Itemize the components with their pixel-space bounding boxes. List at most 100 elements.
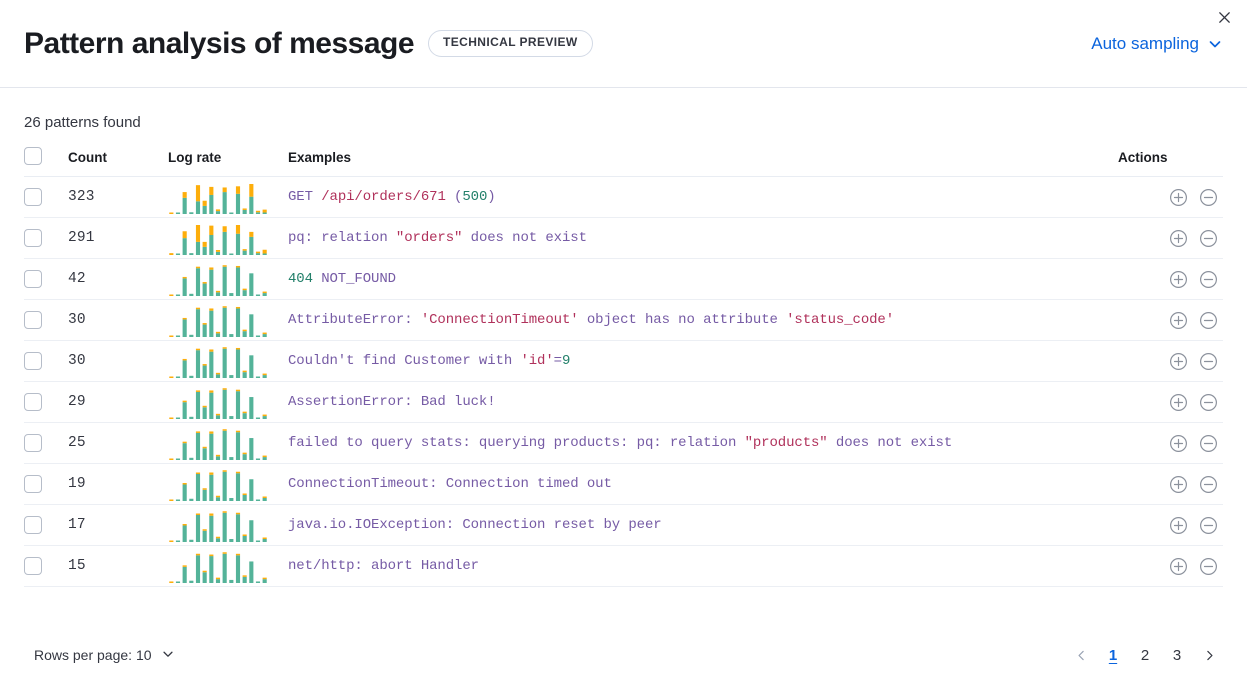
chevron-down-icon [161, 647, 175, 664]
row-checkbox[interactable] [24, 516, 42, 534]
example-cell: pq: relation "orders" does not exist [288, 217, 1118, 259]
plus-circle-icon[interactable] [1163, 346, 1193, 376]
row-checkbox[interactable] [24, 557, 42, 575]
token: ConnectionTimeout: Connection timed out [288, 476, 612, 492]
plus-circle-icon[interactable] [1163, 428, 1193, 458]
minus-circle-icon[interactable] [1193, 428, 1223, 458]
count-header[interactable]: Count [68, 147, 168, 177]
minus-circle-icon[interactable] [1193, 469, 1223, 499]
count-cell: 25 [68, 422, 168, 464]
plus-circle-icon[interactable] [1163, 182, 1193, 212]
actions-header: Actions [1118, 147, 1223, 177]
actions-cell [1118, 545, 1223, 587]
token: does not exist [462, 230, 587, 246]
plus-circle-icon[interactable] [1163, 387, 1193, 417]
token: AssertionError: Bad luck! [288, 394, 496, 410]
row-checkbox[interactable] [24, 352, 42, 370]
plus-circle-icon[interactable] [1163, 551, 1193, 581]
plus-circle-icon[interactable] [1163, 223, 1193, 253]
close-icon[interactable] [1211, 4, 1237, 30]
row-checkbox[interactable] [24, 229, 42, 247]
row-checkbox[interactable] [24, 311, 42, 329]
token: ) [487, 189, 496, 205]
chevron-left-icon[interactable] [1067, 641, 1095, 669]
token: pq: relation [288, 230, 396, 246]
example-cell: failed to query stats: querying products… [288, 422, 1118, 464]
panel-body: 26 patterns found Count Log rate Example… [0, 88, 1247, 587]
auto-sampling-control[interactable]: Auto sampling [1091, 34, 1223, 54]
count-cell: 29 [68, 381, 168, 423]
token: 'id' [520, 353, 554, 369]
token: NOT_FOUND [312, 271, 396, 287]
row-select-cell [24, 258, 68, 300]
minus-circle-icon[interactable] [1193, 346, 1223, 376]
technical-preview-badge: TECHNICAL PREVIEW [428, 30, 593, 57]
token: 'ConnectionTimeout' [420, 312, 579, 328]
example-cell: GET /api/orders/671 (500) [288, 176, 1118, 218]
patterns-found-count: 26 patterns found [24, 114, 141, 131]
minus-circle-icon[interactable] [1193, 223, 1223, 253]
minus-circle-icon[interactable] [1193, 551, 1223, 581]
panel-header: Pattern analysis of message TECHNICAL PR… [0, 0, 1247, 88]
page-title: Pattern analysis of message [24, 26, 415, 60]
count-cell: 323 [68, 176, 168, 218]
table-row[interactable]: 323 GET /api/orders/671 (500) [24, 176, 1223, 218]
examples-header[interactable]: Examples [288, 147, 1118, 177]
minus-circle-icon[interactable] [1193, 387, 1223, 417]
rows-per-page-selector[interactable]: Rows per page: 10 [34, 647, 175, 664]
token: does not exist [827, 435, 953, 451]
log-rate-cell [168, 176, 288, 218]
token: 500 [462, 189, 488, 205]
actions-cell [1118, 217, 1223, 259]
row-checkbox[interactable] [24, 393, 42, 411]
minus-circle-icon[interactable] [1193, 305, 1223, 335]
row-checkbox[interactable] [24, 270, 42, 288]
row-checkbox[interactable] [24, 475, 42, 493]
page-number-3[interactable]: 3 [1172, 646, 1182, 664]
token: 'status_code' [786, 312, 895, 328]
log-rate-cell [168, 217, 288, 259]
token: ( [445, 189, 463, 205]
row-checkbox[interactable] [24, 188, 42, 206]
token: = [553, 353, 562, 369]
patterns-table: Count Log rate Examples Actions 323 GET /… [24, 147, 1223, 587]
page-number-2[interactable]: 2 [1140, 646, 1150, 664]
plus-circle-icon[interactable] [1163, 469, 1193, 499]
chevron-right-icon[interactable] [1195, 641, 1223, 669]
log-rate-cell [168, 340, 288, 382]
table-row[interactable]: 25 failed to query stats: querying produc… [24, 422, 1223, 464]
example-cell: ConnectionTimeout: Connection timed out [288, 463, 1118, 505]
row-select-cell [24, 340, 68, 382]
token: "orders" [395, 230, 463, 246]
plus-circle-icon[interactable] [1163, 510, 1193, 540]
actions-cell [1118, 176, 1223, 218]
minus-circle-icon[interactable] [1193, 510, 1223, 540]
minus-circle-icon[interactable] [1193, 182, 1223, 212]
log-rate-header[interactable]: Log rate [168, 147, 288, 177]
row-select-cell [24, 176, 68, 218]
table-row[interactable]: 29 AssertionError: Bad luck! [24, 381, 1223, 423]
plus-circle-icon[interactable] [1163, 264, 1193, 294]
page-number-1[interactable]: 1 [1108, 646, 1118, 664]
rows-per-page-label: Rows per page: 10 [34, 647, 152, 663]
row-checkbox[interactable] [24, 434, 42, 452]
count-cell: 15 [68, 545, 168, 587]
plus-circle-icon[interactable] [1163, 305, 1193, 335]
minus-circle-icon[interactable] [1193, 264, 1223, 294]
log-rate-cell [168, 299, 288, 341]
select-all-checkbox[interactable] [24, 147, 42, 165]
token: 404 [288, 271, 313, 287]
row-select-cell [24, 545, 68, 587]
row-select-cell [24, 381, 68, 423]
count-cell: 17 [68, 504, 168, 546]
actions-cell [1118, 422, 1223, 464]
